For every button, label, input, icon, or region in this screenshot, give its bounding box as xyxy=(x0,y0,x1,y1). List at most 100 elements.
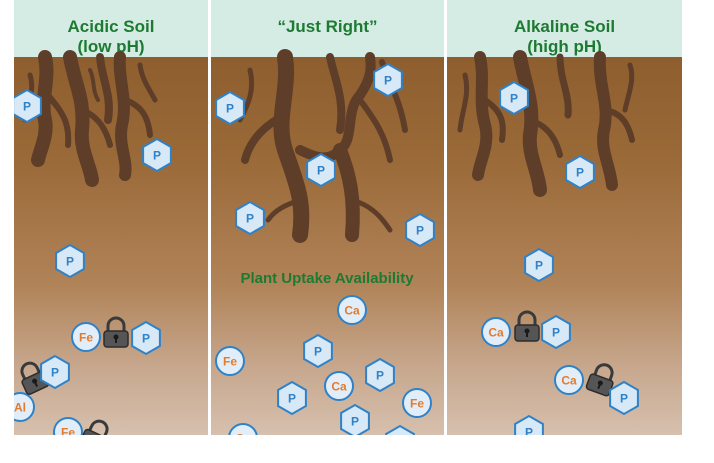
cation-circle-icon: Fe xyxy=(402,388,432,418)
phosphate-symbol: P xyxy=(66,255,74,269)
root-icon xyxy=(273,49,310,243)
root-icon xyxy=(457,72,470,133)
cation-circle-shape xyxy=(71,322,101,352)
padlock-icon xyxy=(103,316,129,348)
cation-circle-icon: Ca xyxy=(324,371,354,401)
phosphate-hexagon-icon: P xyxy=(565,154,595,190)
root-icon xyxy=(556,53,572,119)
root-icon xyxy=(357,97,393,163)
phosphate-symbol: P xyxy=(384,74,392,88)
panel-title-alkaline: Alkaline Soil xyxy=(513,17,616,36)
cation-circle-icon: Fe xyxy=(71,322,101,352)
phosphate-symbol: P xyxy=(314,345,322,359)
phosphate-symbol: P xyxy=(142,332,150,346)
cation-circle-shape xyxy=(228,423,258,435)
cation-circle-shape xyxy=(402,388,432,418)
root-icon xyxy=(593,51,618,191)
phosphate-hexagon-icon: P xyxy=(142,137,172,173)
panel-header-acidic: Acidic Soil (low pH) xyxy=(14,0,208,57)
phosphate-hexagon-icon: P xyxy=(55,243,85,279)
padlock-shackle xyxy=(87,419,109,435)
phosphate-symbol: P xyxy=(396,436,404,450)
root-icon xyxy=(355,52,376,100)
root-icon xyxy=(31,50,54,167)
panel-header-alkaline: Alkaline Soil (high pH) xyxy=(447,0,682,57)
phosphate-symbol: P xyxy=(351,415,359,429)
cation-symbol: Fe xyxy=(79,331,93,345)
root-icon xyxy=(137,62,158,103)
phosphate-hexagon-icon: P xyxy=(385,424,415,450)
phosphate-hexagon-shape xyxy=(277,380,307,416)
phosphate-hexagon-shape xyxy=(235,200,265,236)
phosphate-hexagon-shape xyxy=(405,212,435,248)
root-icon xyxy=(122,97,153,138)
root-icon xyxy=(513,50,547,197)
phosphate-symbol: P xyxy=(23,100,31,114)
padlock-shackle xyxy=(593,363,614,382)
cation-symbol: Ca xyxy=(488,326,504,340)
cation-circle-shape xyxy=(554,365,584,395)
root-icon xyxy=(482,97,506,143)
phosphate-hexagon-shape xyxy=(565,154,595,190)
cation-circle-icon: Ca xyxy=(554,365,584,395)
panel-title-just-right: “Just Right” xyxy=(277,17,378,36)
phosphate-hexagon-icon: P xyxy=(365,357,395,393)
phosphate-hexagon-shape xyxy=(373,62,403,98)
cation-symbol: Fe xyxy=(410,397,424,411)
panel-subtitle-acidic: (low pH) xyxy=(77,37,145,56)
root-icon xyxy=(472,51,493,181)
padlock-icon xyxy=(514,310,540,342)
phosphate-symbol: P xyxy=(51,366,59,380)
cation-circle-shape xyxy=(14,392,35,422)
phosphate-hexagon-shape xyxy=(499,80,529,116)
root-icon xyxy=(96,53,113,124)
root-icon xyxy=(265,197,303,223)
phosphate-symbol: P xyxy=(510,92,518,106)
panel-divider-right xyxy=(444,57,447,435)
phosphate-hexagon-icon: P xyxy=(40,354,70,390)
phosphate-hexagon-shape xyxy=(514,414,544,435)
root-icon xyxy=(241,111,289,164)
phosphate-hexagon-shape xyxy=(385,424,415,435)
cation-circle-shape xyxy=(481,317,511,347)
root-icon xyxy=(326,53,346,134)
cation-symbol: Al xyxy=(14,401,26,415)
phosphate-hexagon-icon: P xyxy=(303,333,333,369)
root-icon xyxy=(333,143,360,242)
plant-roots xyxy=(22,49,635,243)
padlock-shackle xyxy=(20,361,42,381)
phosphate-hexagon-shape xyxy=(306,152,336,188)
phosphate-hexagon-shape xyxy=(524,247,554,283)
phosphate-symbol: P xyxy=(535,259,543,273)
root-icon xyxy=(88,68,100,102)
cation-circle-shape xyxy=(53,417,83,435)
root-icon xyxy=(527,117,563,158)
phosphate-hexagon-icon: P xyxy=(277,380,307,416)
panel-divider-left xyxy=(208,57,211,435)
phosphate-hexagon-icon: P xyxy=(609,380,639,416)
phosphate-hexagon-shape xyxy=(55,243,85,279)
phosphate-hexagon-icon: P xyxy=(405,212,435,248)
root-icon xyxy=(79,107,113,148)
phosphate-hexagon-shape xyxy=(131,320,161,356)
cation-circle-shape xyxy=(324,371,354,401)
root-icon xyxy=(349,197,393,233)
root-icon xyxy=(63,50,99,187)
padlock-keyhole xyxy=(113,334,119,340)
phosphate-hexagon-icon: P xyxy=(131,320,161,356)
cation-circle-icon: Al xyxy=(14,392,35,422)
root-icon xyxy=(45,92,72,148)
phosphate-hexagon-icon: P xyxy=(14,88,42,124)
cation-symbol: Fe xyxy=(61,426,75,440)
phosphate-hexagon-shape xyxy=(40,354,70,390)
phosphate-symbol: P xyxy=(552,326,560,340)
root-icon xyxy=(601,107,635,143)
phosphate-hexagon-icon: P xyxy=(340,403,370,435)
phosphate-symbol: P xyxy=(317,164,325,178)
cation-symbol: Ca xyxy=(561,374,577,388)
phosphate-hexagon-icon: P xyxy=(524,247,554,283)
phosphate-symbol: P xyxy=(246,212,254,226)
phosphate-symbol: P xyxy=(620,392,628,406)
